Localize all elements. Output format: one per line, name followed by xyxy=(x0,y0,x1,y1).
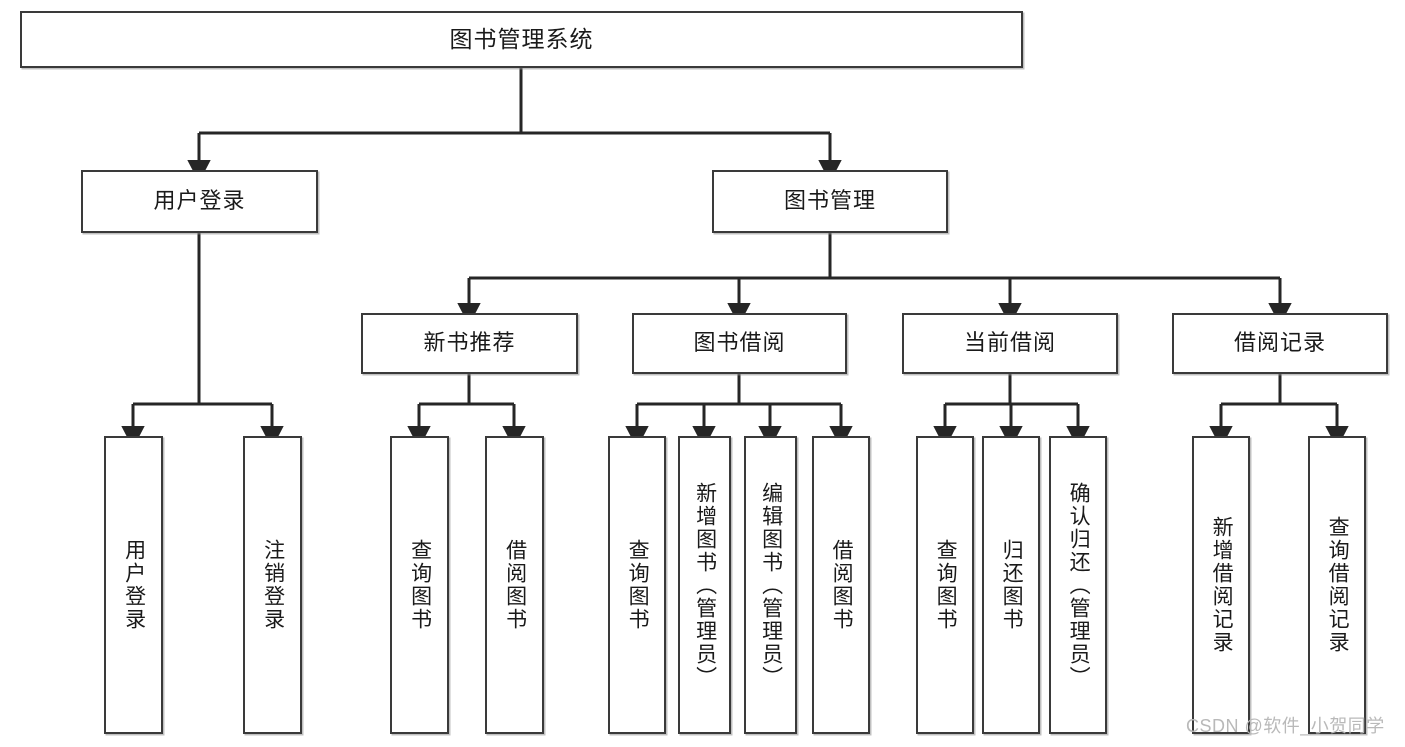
node-label: 用户登录 xyxy=(122,539,146,631)
node-level3-current-borrow[interactable]: 当前借阅 xyxy=(902,313,1118,374)
node-leaf-edit-book-admin[interactable]: 编辑图书（管理员） xyxy=(744,436,797,734)
node-leaf-return-book[interactable]: 归还图书 xyxy=(982,436,1040,734)
node-label: 当前借阅 xyxy=(963,330,1056,356)
node-label: 查询图书 xyxy=(408,539,432,631)
node-leaf-add-book-admin[interactable]: 新增图书（管理员） xyxy=(678,436,731,734)
node-label: 归还图书 xyxy=(1000,539,1024,631)
node-label: 图书借阅 xyxy=(693,330,786,356)
node-label: 新书推荐 xyxy=(423,330,516,356)
node-leaf-add-borrow-record[interactable]: 新增借阅记录 xyxy=(1192,436,1250,734)
node-label: 查询图书 xyxy=(626,539,650,631)
node-leaf-borrow-book[interactable]: 借阅图书 xyxy=(812,436,870,734)
node-label: 确认归还（管理员） xyxy=(1067,481,1091,689)
node-label: 用户登录 xyxy=(153,188,246,214)
node-leaf-query-book-borrow[interactable]: 查询图书 xyxy=(608,436,666,734)
node-leaf-query-borrow-record[interactable]: 查询借阅记录 xyxy=(1308,436,1366,734)
node-leaf-confirm-return-admin[interactable]: 确认归还（管理员） xyxy=(1049,436,1107,734)
node-level3-borrow-record[interactable]: 借阅记录 xyxy=(1172,313,1388,374)
node-label: 借阅图书 xyxy=(503,539,527,631)
node-label: 新增图书（管理员） xyxy=(693,481,717,689)
node-root[interactable]: 图书管理系统 xyxy=(20,11,1023,68)
node-label: 图书管理系统 xyxy=(449,25,594,52)
node-label: 借阅记录 xyxy=(1233,330,1326,356)
node-leaf-borrow-book-recommend[interactable]: 借阅图书 xyxy=(485,436,544,734)
node-level3-book-borrow[interactable]: 图书借阅 xyxy=(632,313,847,374)
node-label: 编辑图书（管理员） xyxy=(759,481,783,689)
node-label: 注销登录 xyxy=(261,539,285,631)
node-label: 查询借阅记录 xyxy=(1326,516,1350,654)
node-label: 图书管理 xyxy=(783,188,876,214)
node-leaf-logout[interactable]: 注销登录 xyxy=(243,436,302,734)
node-level3-new-book-recommend[interactable]: 新书推荐 xyxy=(361,313,578,374)
node-level2-user-login[interactable]: 用户登录 xyxy=(81,170,318,233)
node-level2-book-management[interactable]: 图书管理 xyxy=(712,170,948,233)
watermark: CSDN @软件_小贺同学 xyxy=(1186,716,1385,736)
node-label: 查询图书 xyxy=(934,539,958,631)
node-leaf-query-book-current[interactable]: 查询图书 xyxy=(916,436,974,734)
node-label: 新增借阅记录 xyxy=(1210,516,1234,654)
node-label: 借阅图书 xyxy=(830,539,854,631)
node-leaf-user-login[interactable]: 用户登录 xyxy=(104,436,163,734)
node-leaf-query-book-recommend[interactable]: 查询图书 xyxy=(390,436,449,734)
